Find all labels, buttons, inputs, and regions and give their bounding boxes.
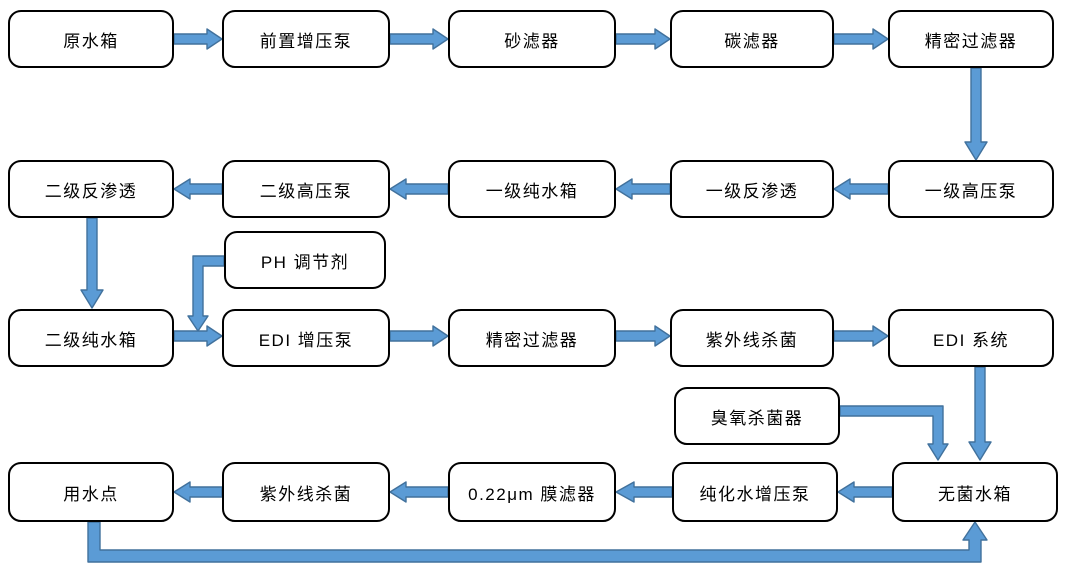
arrow-uv2-to-pou — [173, 481, 223, 503]
arrow-s2tank-to-edipump — [173, 325, 223, 347]
arrow-steriletank-to-purifiedpump — [837, 481, 893, 503]
node-stage2-pure-water-tank: 二级纯水箱 — [8, 309, 174, 367]
node-sand-filter: 砂滤器 — [448, 10, 616, 68]
arrow-uv1-to-edisystem — [833, 325, 889, 347]
arrow-s2ro-to-s2tank — [80, 217, 104, 309]
node-point-of-use: 用水点 — [8, 462, 174, 522]
node-edi-booster-pump: EDI 增压泵 — [222, 309, 390, 367]
node-uv-sterilizer-1: 紫外线杀菌 — [670, 309, 834, 367]
node-label: 0.22μm 膜滤器 — [468, 484, 596, 504]
arrow-purifiedpump-to-membrane — [615, 481, 673, 503]
node-precision-filter-2: 精密过滤器 — [448, 309, 616, 367]
node-ozone-sterilizer: 臭氧杀菌器 — [674, 387, 840, 445]
node-label: 紫外线杀菌 — [259, 484, 353, 504]
node-label: 紫外线杀菌 — [705, 330, 799, 350]
node-precision-filter-1: 精密过滤器 — [888, 10, 1054, 68]
node-stage1-high-pressure-pump: 一级高压泵 — [888, 160, 1054, 218]
arrow-raw-to-prepump — [173, 28, 223, 50]
node-label: 用水点 — [63, 484, 119, 504]
node-stage1-ro: 一级反渗透 — [670, 160, 834, 218]
node-stage2-ro: 二级反渗透 — [8, 160, 174, 218]
node-label: PH 调节剂 — [260, 252, 350, 272]
node-sterile-water-tank: 无菌水箱 — [892, 462, 1058, 522]
node-label: 无菌水箱 — [938, 484, 1012, 504]
node-stage2-high-pressure-pump: 二级高压泵 — [222, 160, 390, 218]
node-ph-adjuster: PH 调节剂 — [224, 231, 386, 289]
node-label: 纯化水增压泵 — [699, 484, 811, 504]
arrow-s1tank-to-s2pump — [389, 178, 449, 200]
node-label: 前置增压泵 — [259, 31, 353, 51]
node-label: EDI 系统 — [932, 330, 1010, 350]
node-label: 二级反渗透 — [44, 181, 138, 201]
node-label: 一级纯水箱 — [485, 181, 579, 201]
arrow-prepump-to-sand — [389, 28, 449, 50]
node-label: 碳滤器 — [724, 31, 780, 51]
node-label: 精密过滤器 — [485, 330, 579, 350]
node-stage1-pure-water-tank: 一级纯水箱 — [448, 160, 616, 218]
arrow-precision2-to-uv1 — [615, 325, 671, 347]
node-label: EDI 增压泵 — [258, 330, 354, 350]
arrow-ozone-elbow — [839, 405, 949, 461]
node-label: 原水箱 — [63, 31, 119, 51]
node-label: 一级反渗透 — [705, 181, 799, 201]
arrow-s1pump-to-s1ro — [833, 178, 889, 200]
arrow-precision1-to-s1pump — [964, 67, 988, 161]
arrow-carbon-to-precision1 — [833, 28, 889, 50]
arrow-edisystem-to-steriletank — [968, 366, 992, 461]
node-purified-water-booster-pump: 纯化水增压泵 — [672, 462, 838, 522]
arrow-sand-to-carbon — [615, 28, 671, 50]
arrow-pou-feedback-to-steriletank — [87, 521, 988, 563]
node-membrane-filter: 0.22μm 膜滤器 — [448, 462, 616, 522]
node-pre-booster-pump: 前置增压泵 — [222, 10, 390, 68]
node-raw-water-tank: 原水箱 — [8, 10, 174, 68]
arrow-s2pump-to-s2ro — [173, 178, 223, 200]
arrow-membrane-to-uv2 — [389, 481, 449, 503]
node-uv-sterilizer-2: 紫外线杀菌 — [222, 462, 390, 522]
arrow-ph-elbow — [187, 255, 225, 332]
node-label: 臭氧杀菌器 — [710, 408, 804, 428]
node-label: 二级高压泵 — [259, 181, 353, 201]
node-edi-system: EDI 系统 — [888, 309, 1054, 367]
node-label: 一级高压泵 — [924, 181, 1018, 201]
node-label: 精密过滤器 — [924, 31, 1018, 51]
node-label: 二级纯水箱 — [44, 330, 138, 350]
arrow-s1ro-to-s1tank — [615, 178, 671, 200]
arrow-edipump-to-precision2 — [389, 325, 449, 347]
node-label: 砂滤器 — [504, 31, 560, 51]
node-carbon-filter: 碳滤器 — [670, 10, 834, 68]
